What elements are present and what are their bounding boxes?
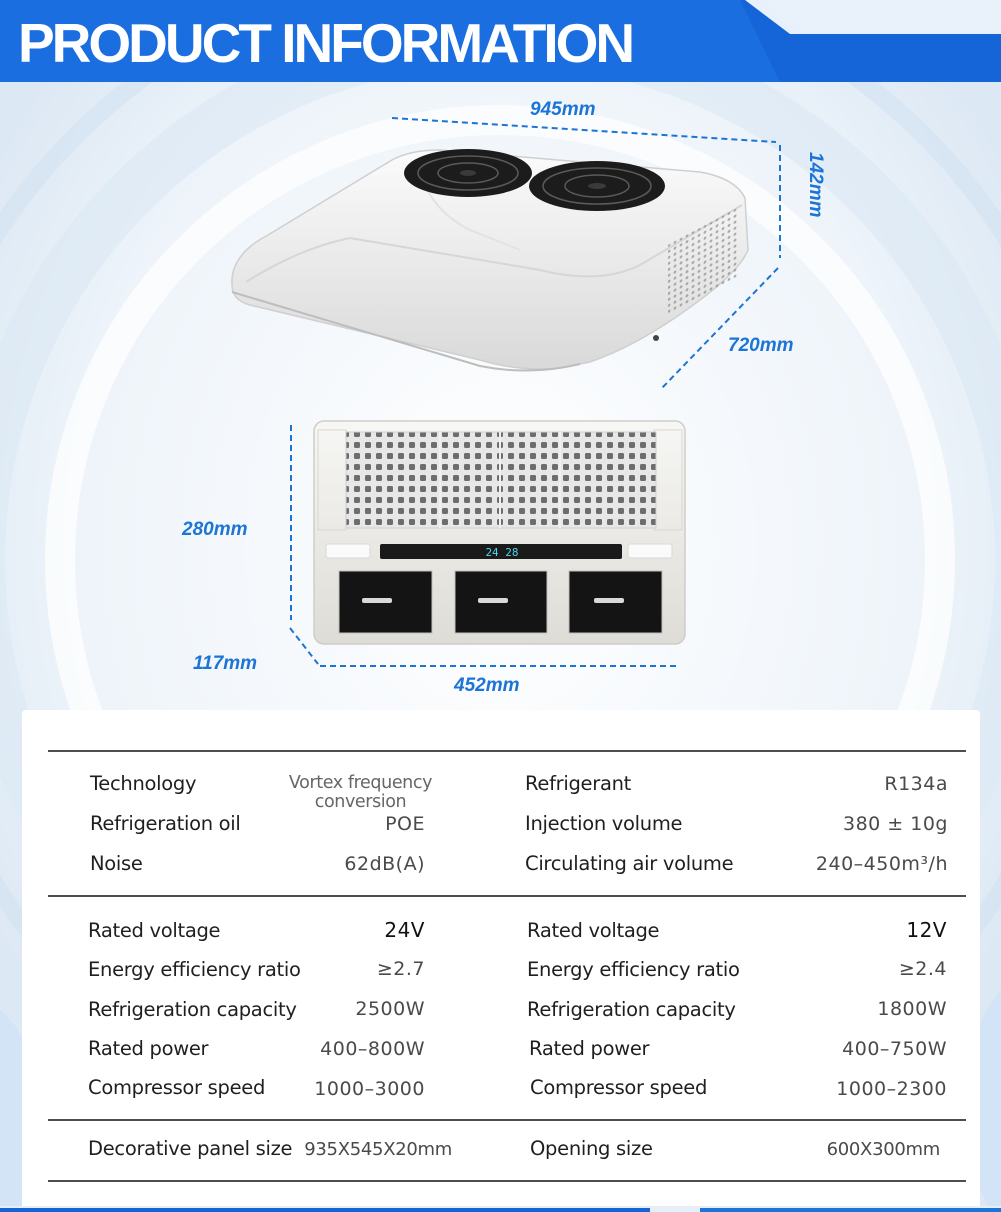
dim-front-depth: 117mm: [193, 653, 258, 674]
spec-label-opening-size: Opening size: [530, 1137, 653, 1160]
spec-card: [22, 710, 980, 1210]
table-rule-lower: [48, 1119, 966, 1121]
spec-value-compressor-speed-12: 1000–2300: [836, 1078, 947, 1100]
spec-value-eer-24: ≥2.7: [376, 958, 425, 980]
header-banner: PRODUCT INFORMATION: [0, 0, 1001, 82]
spec-label-refrigeration-oil: Refrigeration oil: [90, 812, 241, 835]
dim-front-height: 280mm: [182, 519, 248, 540]
spec-value-panel-size: 935X545X20mm: [304, 1139, 452, 1160]
spec-label-rated-voltage-12: Rated voltage: [527, 919, 660, 942]
spec-value-capacity-24: 2500W: [355, 998, 425, 1020]
dim-line-top-depth: [661, 267, 779, 389]
spec-value-refrigerant: R134a: [884, 773, 948, 795]
air-vent-right: [568, 570, 663, 634]
spec-value-noise: 62dB(A): [344, 853, 425, 875]
spec-label-capacity-24: Refrigeration capacity: [88, 998, 297, 1021]
air-vent-left: [338, 570, 433, 634]
spec-value-rated-power-12: 400–750W: [842, 1038, 947, 1060]
spec-value-rated-voltage-24: 24V: [384, 918, 425, 942]
spec-value-rated-power-24: 400–800W: [320, 1038, 425, 1060]
dim-top-width: 945mm: [530, 99, 596, 120]
spec-label-rated-power-12: Rated power: [529, 1037, 650, 1060]
spec-value-air-volume: 240–450m³/h: [815, 853, 948, 875]
spec-label-noise: Noise: [90, 852, 143, 875]
spec-label-rated-power-24: Rated power: [88, 1037, 209, 1060]
dim-line-front-depth: [289, 627, 319, 665]
indoor-panel-unit: 24 28: [313, 420, 686, 645]
spec-label-technology: Technology: [90, 772, 197, 795]
spec-value-compressor-speed-24: 1000–3000: [314, 1078, 425, 1100]
table-rule-top: [48, 750, 966, 752]
spec-value-capacity-12: 1800W: [877, 998, 947, 1020]
bottom-accent-bar: [0, 1206, 1001, 1212]
spec-value-injection-volume: 380 ± 10g: [842, 813, 948, 835]
dim-top-height: 142mm: [805, 152, 826, 218]
dim-front-width: 452mm: [454, 675, 520, 696]
air-vent-center: [454, 570, 548, 634]
spec-value-technology: Vortex frequency conversion: [288, 773, 433, 812]
rooftop-unit: [231, 149, 749, 372]
dim-line-top-width: [391, 117, 777, 143]
spec-label-refrigerant: Refrigerant: [525, 772, 632, 795]
spec-label-compressor-speed-24: Compressor speed: [88, 1076, 266, 1099]
dim-top-depth: 720mm: [728, 335, 794, 356]
spec-value-opening-size: 600X300mm: [826, 1139, 941, 1160]
spec-value-refrigeration-oil: POE: [385, 813, 425, 835]
spec-value-eer-12: ≥2.4: [898, 958, 947, 980]
spec-label-panel-size: Decorative panel size: [88, 1137, 293, 1160]
table-rule-bottom: [48, 1180, 966, 1182]
control-display: [380, 544, 622, 559]
spec-label-compressor-speed-12: Compressor speed: [530, 1076, 708, 1099]
table-rule-mid: [48, 895, 966, 897]
spec-label-rated-voltage-24: Rated voltage: [88, 919, 221, 942]
spec-label-injection-volume: Injection volume: [525, 812, 683, 835]
product-illustration: 24 28: [231, 117, 781, 667]
spec-label-air-volume: Circulating air volume: [525, 852, 734, 875]
banner-shape: [0, 0, 1001, 82]
spec-label-eer-12: Energy efficiency ratio: [527, 958, 740, 981]
spec-label-capacity-12: Refrigeration capacity: [527, 998, 736, 1021]
page-title: PRODUCT INFORMATION: [18, 12, 635, 74]
spec-label-eer-24: Energy efficiency ratio: [88, 958, 301, 981]
svg-text:24 28: 24 28: [485, 546, 518, 559]
spec-value-rated-voltage-12: 12V: [906, 918, 947, 942]
